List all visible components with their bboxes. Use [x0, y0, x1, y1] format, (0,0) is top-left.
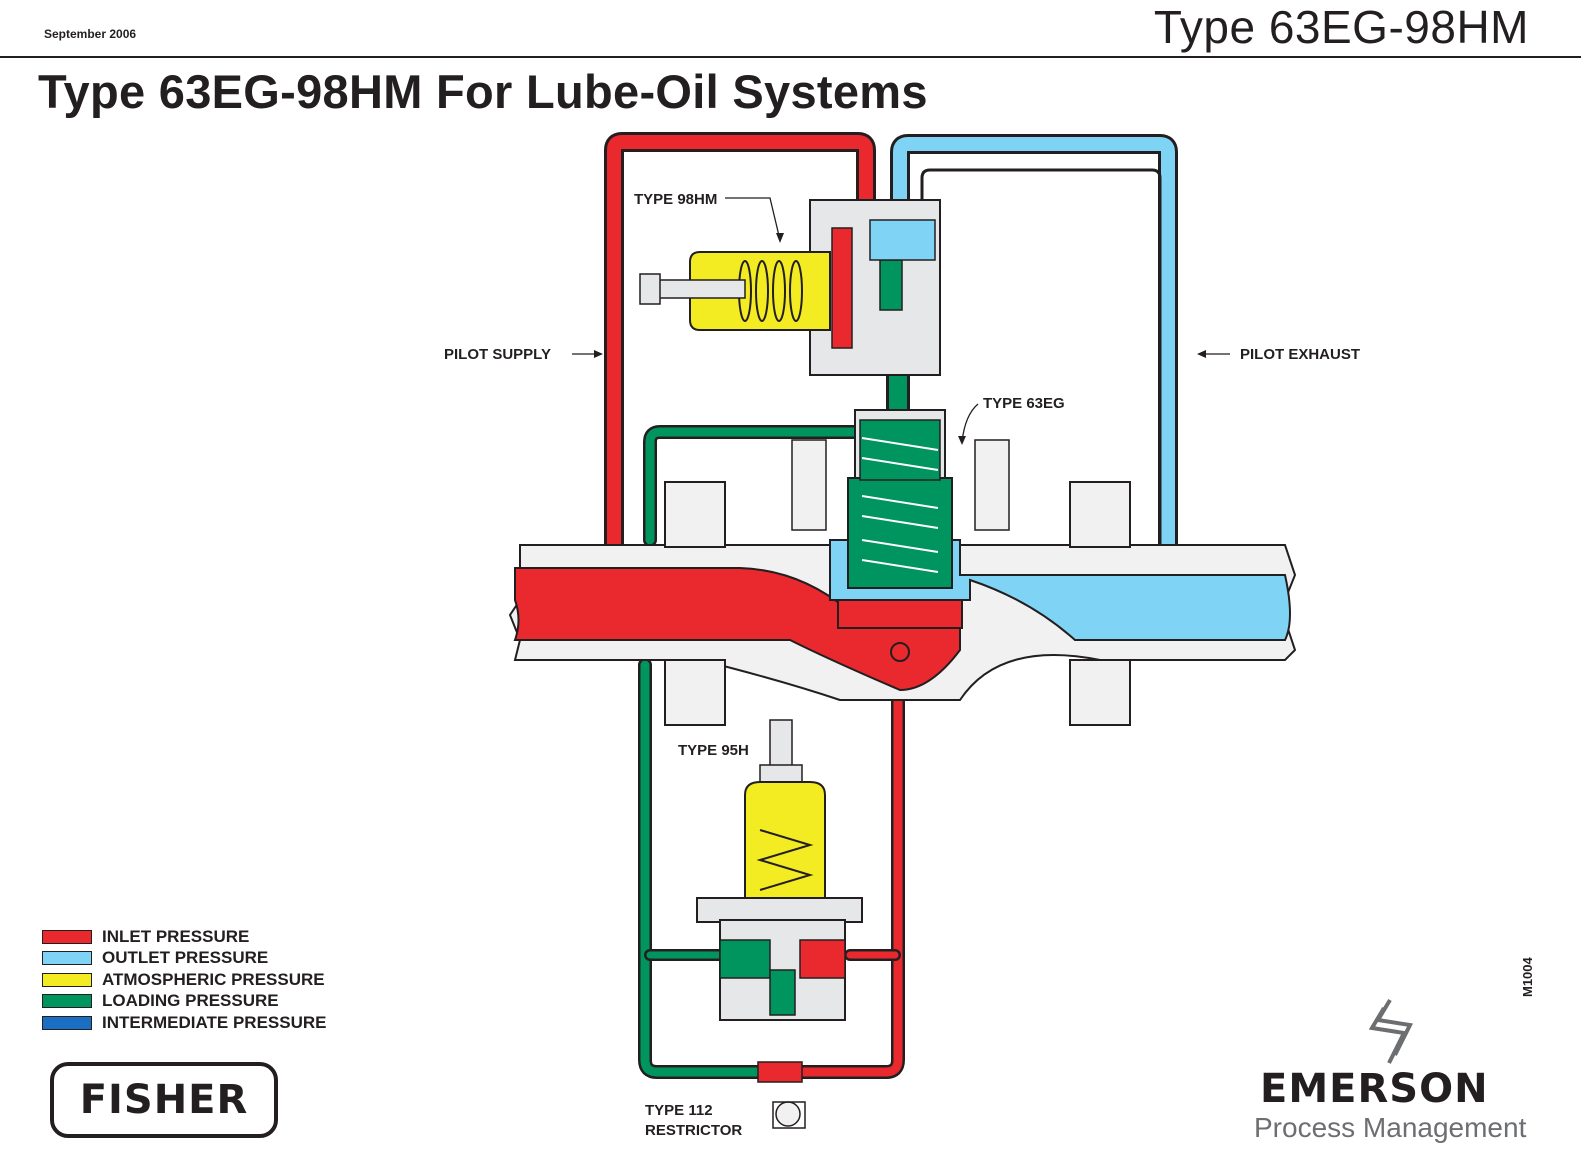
page-title: Type 63EG-98HM For Lube-Oil Systems [38, 65, 928, 118]
label-restrictor: RESTRICTOR [645, 1122, 743, 1139]
legend-swatch [42, 972, 92, 987]
legend-label: INTERMEDIATE PRESSURE [102, 1012, 327, 1032]
legend-label: LOADING PRESSURE [102, 991, 279, 1011]
legend-item: ATMOSPHERIC PRESSURE [42, 969, 327, 991]
legend-label: ATMOSPHERIC PRESSURE [102, 969, 325, 989]
legend-swatch [42, 951, 92, 966]
inlet-passage [513, 567, 961, 692]
legend-swatch [42, 929, 92, 944]
label-pilot-supply: PILOT SUPPLY [444, 346, 551, 363]
legend-item: OUTLET PRESSURE [42, 948, 327, 970]
emerson-logo-mark [1368, 998, 1414, 1064]
pilot-95h-spring-case [744, 781, 826, 901]
pressure-legend: INLET PRESSURE OUTLET PRESSURE ATMOSPHER… [42, 926, 327, 1034]
label-pilot-exhaust: PILOT EXHAUST [1240, 346, 1361, 363]
legend-item: INTERMEDIATE PRESSURE [42, 1012, 327, 1034]
legend-label: INLET PRESSURE [102, 926, 250, 946]
legend-swatch [42, 994, 92, 1009]
legend-swatch [42, 1015, 92, 1030]
legend-item: INLET PRESSURE [42, 926, 327, 948]
label-type-63eg: TYPE 63EG [983, 395, 1065, 412]
label-type-98hm: TYPE 98HM [634, 191, 718, 208]
pilot-98hm-spring-case [689, 251, 831, 331]
process-management-text: Process Management [1254, 1112, 1527, 1143]
date-label: September 2006 [44, 27, 137, 41]
emerson-logo-text: EMERSON [1260, 1066, 1489, 1112]
legend-label: OUTLET PRESSURE [102, 948, 269, 968]
label-type-95h: TYPE 95H [678, 742, 749, 759]
header-rule [0, 56, 1581, 58]
label-type-112: TYPE 112 [645, 1102, 713, 1119]
fisher-logo: FISHER [50, 1062, 278, 1138]
legend-item: LOADING PRESSURE [42, 991, 327, 1013]
document-type: Type 63EG-98HM [1153, 1, 1529, 53]
restrictor-fitting [757, 1061, 803, 1083]
fisher-logo-text: FISHER [79, 1077, 249, 1123]
figure-code: M1004 [1520, 957, 1535, 997]
